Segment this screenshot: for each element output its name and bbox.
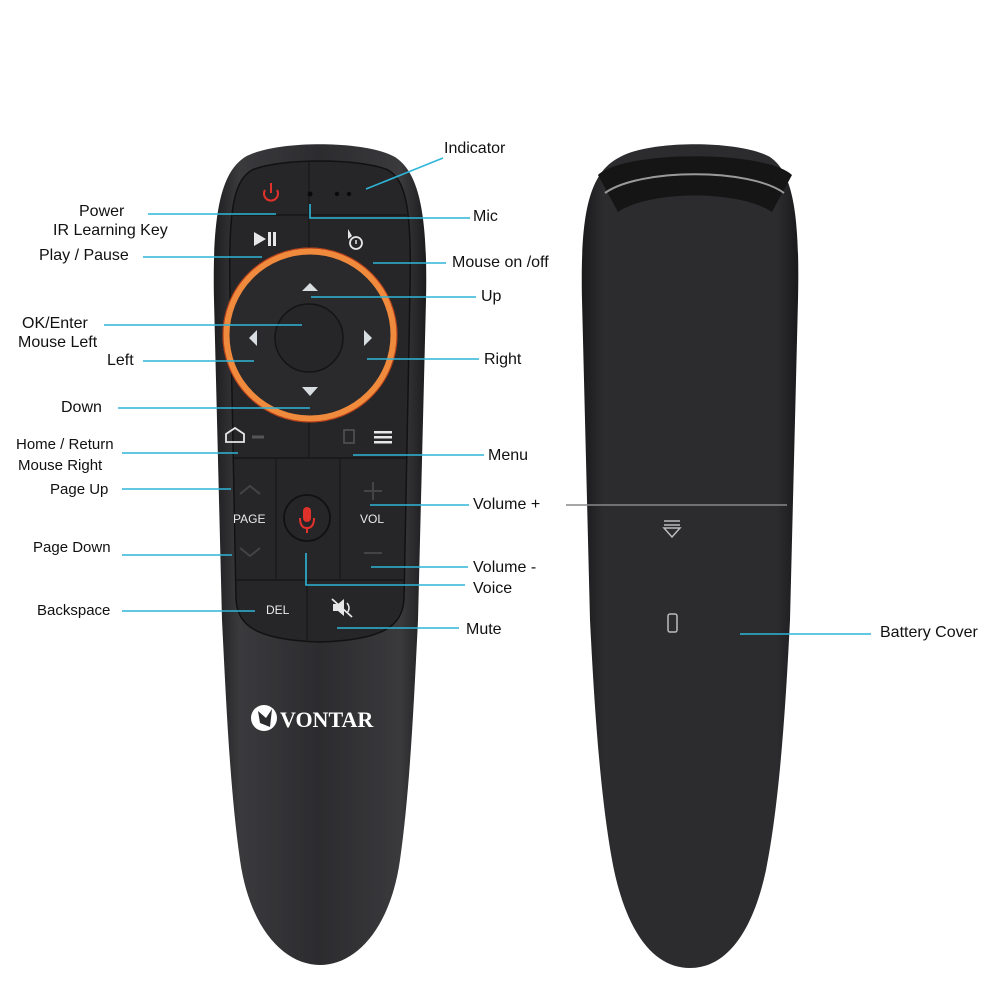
- front-remote: PAGE VOL DEL VONTAR: [213, 144, 427, 965]
- arrow-right-icon[interactable]: [364, 330, 372, 346]
- label-indicator: Indicator: [444, 140, 506, 157]
- label-down: Down: [61, 399, 102, 416]
- label-voice: Voice: [473, 580, 513, 597]
- label-page-down: Page Down: [33, 539, 111, 556]
- battery-icon: [667, 613, 678, 633]
- label-mouse-left: Mouse Left: [18, 334, 98, 351]
- del-key-label: DEL: [266, 603, 290, 617]
- menu-icon[interactable]: [374, 431, 392, 444]
- label-home-return: Home / Return: [16, 436, 114, 453]
- play-pause-icon[interactable]: [254, 232, 276, 246]
- callout-lines: [104, 157, 871, 635]
- svg-text:VONTAR: VONTAR: [280, 707, 374, 732]
- back-remote-body: [581, 144, 799, 968]
- page-up-icon: [239, 484, 261, 495]
- vol-plus-icon: [364, 482, 382, 500]
- mute-icon[interactable]: [331, 598, 353, 618]
- label-mute: Mute: [466, 621, 502, 638]
- settings-icon: [343, 429, 355, 444]
- label-battery-cover: Battery Cover: [880, 624, 978, 641]
- label-volume-plus: Volume +: [473, 496, 541, 513]
- label-menu: Menu: [488, 447, 529, 464]
- indicator-led-icon: [334, 191, 340, 197]
- power-icon[interactable]: [263, 183, 279, 202]
- open-arrow-icon: [662, 520, 682, 539]
- label-right: Right: [484, 351, 522, 368]
- label-mic: Mic: [473, 208, 498, 225]
- label-left: Left: [107, 352, 134, 369]
- ok-button[interactable]: [274, 303, 344, 373]
- indicator-led-icon: [346, 191, 352, 197]
- back-top-groove: [598, 156, 792, 212]
- arrow-up-icon[interactable]: [302, 283, 318, 291]
- label-up: Up: [481, 288, 502, 305]
- mic-hole-icon: [307, 191, 313, 197]
- label-page-up: Page Up: [50, 481, 109, 498]
- label-backspace: Backspace: [37, 602, 111, 619]
- page-key-label: PAGE: [233, 512, 265, 526]
- arrow-down-icon[interactable]: [302, 387, 318, 396]
- label-mouse-right: Mouse Right: [18, 457, 103, 474]
- label-ok-enter: OK/Enter: [22, 315, 88, 332]
- back-remote: [566, 144, 799, 968]
- mouse-toggle-icon[interactable]: [348, 229, 363, 250]
- home-icon[interactable]: [225, 426, 245, 443]
- vontar-logo: VONTAR: [251, 705, 374, 732]
- mic-icon: [299, 507, 315, 533]
- arrow-left-icon[interactable]: [249, 330, 257, 346]
- page-down-icon: [239, 547, 261, 558]
- label-power: Power: [79, 203, 125, 220]
- vol-key-label: VOL: [360, 512, 384, 526]
- label-ir-learning-key: IR Learning Key: [53, 222, 168, 239]
- label-volume-minus: Volume -: [473, 559, 537, 576]
- label-play-pause: Play / Pause: [39, 247, 129, 264]
- label-mouse-on-off: Mouse on /off: [452, 254, 549, 271]
